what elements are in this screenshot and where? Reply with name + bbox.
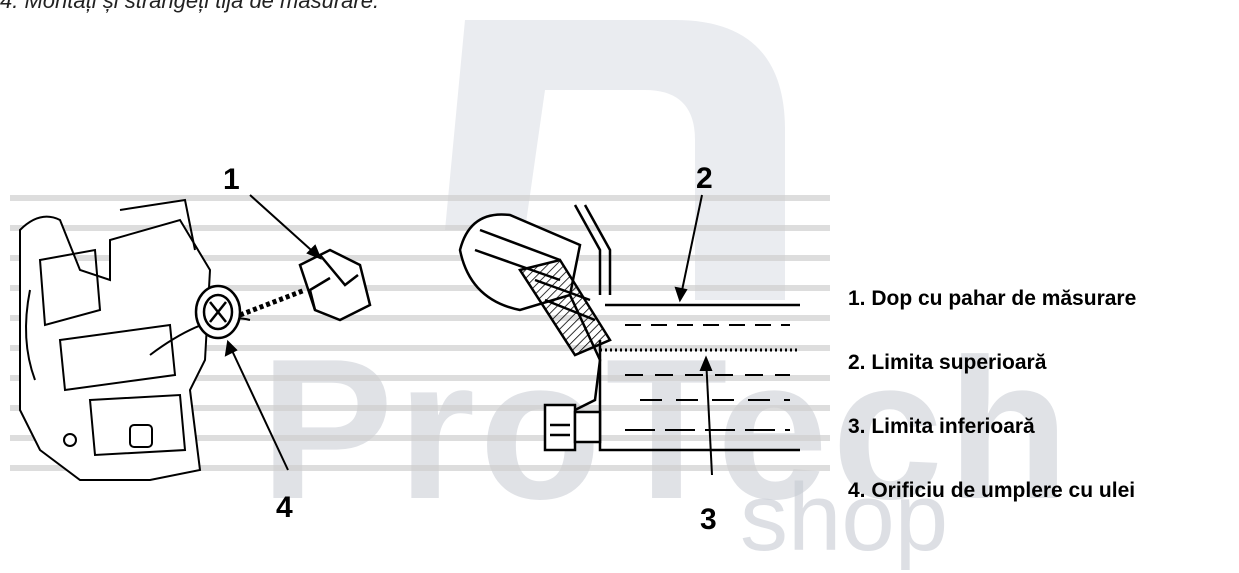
callout-number-1: 1	[223, 163, 240, 196]
callout-number-4: 4	[276, 491, 293, 524]
legend-item-1: 1. Dop cu pahar de măsurare	[848, 287, 1137, 310]
instruction-text: 4. Montați și strângeți tija de măsurare…	[0, 0, 380, 13]
legend-item-2: 2. Limita superioară	[848, 351, 1047, 374]
engine-housing	[19, 198, 251, 481]
legend: 1. Dop cu pahar de măsurare 2. Limita su…	[848, 288, 1136, 544]
callout-number-2: 2	[696, 162, 713, 195]
legend-item-3: 3. Limita inferioară	[848, 415, 1035, 438]
callout-arrows-left	[224, 194, 322, 471]
oil-level-lines	[600, 303, 800, 431]
watermark-sub: shop	[740, 464, 949, 571]
callout-number-3: 3	[700, 503, 717, 536]
filler-hole	[194, 284, 242, 340]
legend-item-4: 4. Orificiu de umplere cu ulei	[848, 479, 1136, 502]
dipstick-cap	[239, 248, 372, 322]
technical-drawing	[10, 194, 830, 481]
watermark-brand: ProTech	[260, 318, 1074, 541]
dipstick-oil-diagram	[458, 204, 800, 452]
callout-arrows-right	[674, 194, 713, 476]
